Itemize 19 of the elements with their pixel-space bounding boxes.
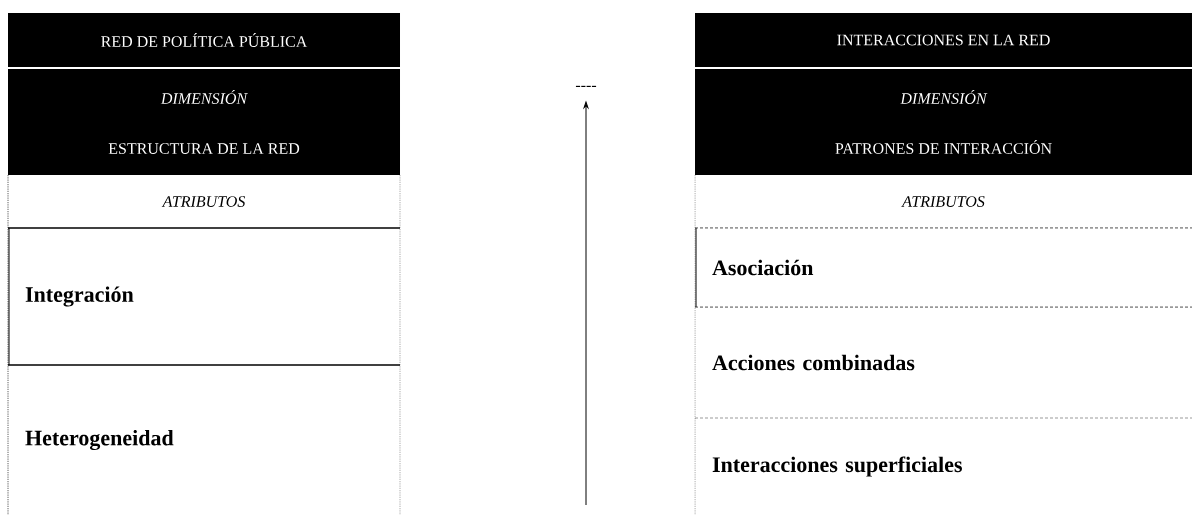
attributes-cell: ATRIBUTOS [901, 196, 985, 207]
attribute-cell: Acciones combinadas [712, 354, 915, 371]
header-cell: INTERACCIONES EN LA RED [695, 13, 1192, 67]
node-label: DIMENSIÓN [900, 90, 988, 104]
node-label: PATRONES DE INTERACCIÓN [835, 140, 1052, 154]
dimension-cell: DIMENSIÓN PATRONES DE INTERACCIÓN [695, 69, 1192, 175]
dash-text: ---- [575, 85, 597, 87]
node-label: DIMENSIÓN [160, 90, 248, 104]
node-label: ESTRUCTURA DE LA RED [108, 143, 300, 154]
arrow [583, 101, 589, 506]
attribute-cell: Interacciones superficiales [712, 456, 962, 477]
header-cell: RED DE POLÍTICA PÚBLICA [8, 13, 400, 67]
node-label: RED DE POLÍTICA PÚBLICA [101, 33, 308, 47]
dimension-cell: DIMENSIÓN ESTRUCTURA DE LA RED [8, 69, 400, 175]
attribute-cell: Heterogeneidad [25, 429, 174, 451]
attribute-cell: Integración [25, 286, 134, 307]
attributes-cell: ATRIBUTOS [161, 196, 246, 207]
attribute-cell: Asociación [712, 259, 814, 276]
node-label: INTERACCIONES EN LA RED [837, 34, 1050, 46]
